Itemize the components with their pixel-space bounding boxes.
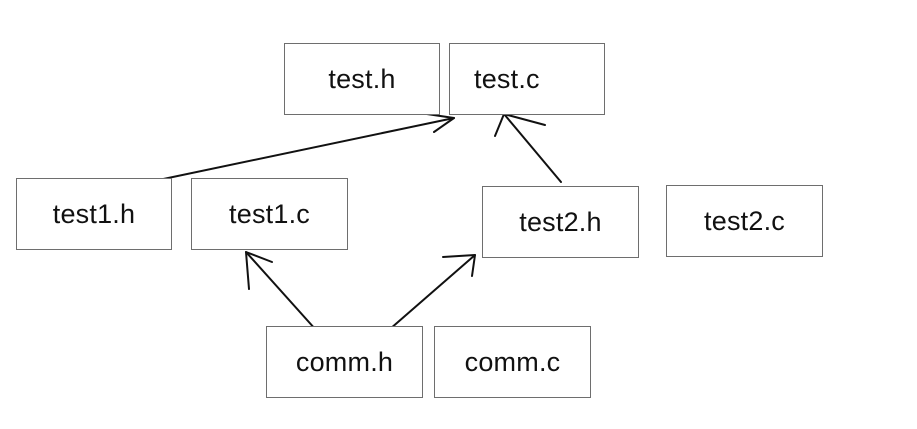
node-test1-h: test1.h [16, 178, 172, 250]
node-test1-c-label: test1.c [229, 198, 310, 229]
node-test1-h-label: test1.h [52, 198, 136, 229]
node-test-h-label: test.h [328, 63, 396, 94]
node-comm-h-label: comm.h [295, 346, 394, 377]
arrow-test1h-to-testc [129, 112, 455, 187]
node-test-h: test.h [284, 43, 440, 115]
node-comm-c: comm.c [434, 326, 591, 398]
node-test-c: test.c [449, 43, 605, 115]
node-test2-h: test2.h [482, 186, 639, 258]
arrow-commh-to-test2h [389, 254, 476, 330]
node-test-c-label: test.c [474, 63, 540, 94]
node-test1-c: test1.c [191, 178, 348, 250]
node-comm-h: comm.h [266, 326, 423, 398]
node-test2-h-label: test2.h [519, 206, 602, 237]
node-comm-c-label: comm.c [464, 346, 561, 377]
node-test2-c-label: test2.c [704, 205, 785, 236]
node-test2-c: test2.c [666, 185, 823, 257]
arrow-test2h-to-testc [494, 113, 562, 183]
